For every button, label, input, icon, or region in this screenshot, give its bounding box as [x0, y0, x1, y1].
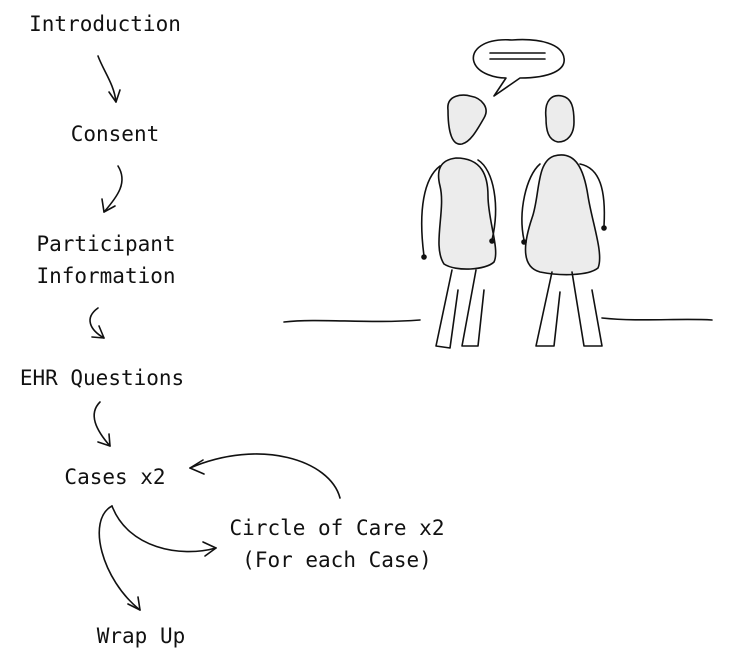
arrow-cases-to-circle-of-care: [111, 505, 217, 557]
speech-bubble-icon: [472, 38, 565, 97]
step-consent: Consent: [70, 122, 160, 146]
step-ehr-questions: EHR Questions: [19, 366, 185, 390]
step-participant-information-line1: Participant: [36, 232, 176, 256]
step-circle-of-care: Circle of Care x2 (For each Case): [222, 512, 452, 576]
step-cases: Cases x2: [64, 465, 166, 489]
person-left-icon: [420, 94, 497, 349]
arrow-ehr-questions-to-cases: [93, 401, 111, 447]
step-introduction: Introduction: [29, 12, 181, 36]
step-circle-of-care-line1: Circle of Care x2: [229, 516, 445, 540]
ground-line-right: [601, 317, 713, 321]
step-participant-information: Participant Information: [26, 228, 186, 292]
ground-line-left: [283, 319, 421, 323]
step-participant-information-line2: Information: [36, 264, 176, 288]
step-wrap-up: Wrap Up: [96, 624, 186, 648]
step-circle-of-care-line2: (For each Case): [242, 548, 432, 572]
person-right-icon: [521, 94, 607, 347]
arrow-cases-to-wrap-up: [98, 505, 141, 611]
arrow-consent-to-participant-information: [101, 165, 123, 213]
arrow-introduction-to-consent: [97, 55, 121, 103]
arrow-circle-of-care-back-to-cases: [189, 453, 341, 499]
arrow-participant-information-to-ehr-questions: [89, 307, 105, 339]
